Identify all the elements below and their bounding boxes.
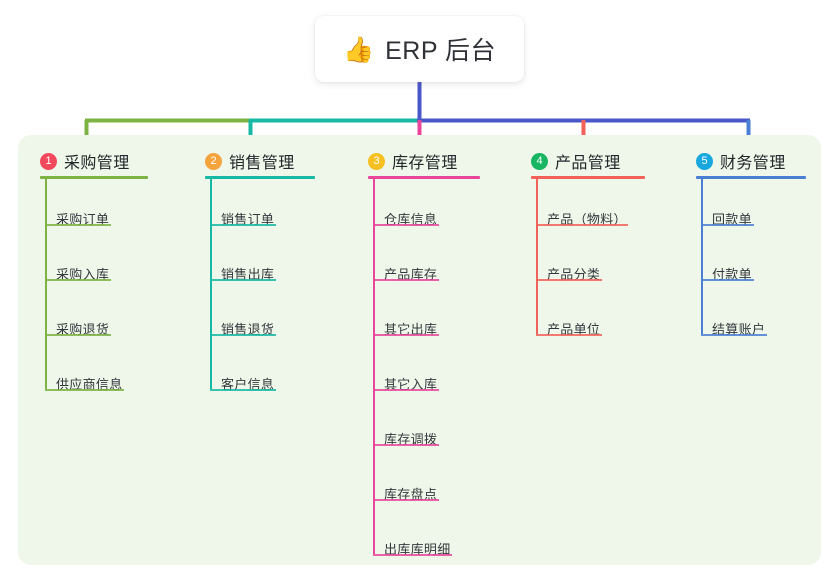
leaf-item-underline (210, 224, 276, 226)
leaf-item-label[interactable]: 销售出库 (221, 267, 275, 282)
leaf-item-label[interactable]: 回款单 (712, 212, 752, 227)
branch-number-badge-4: 4 (531, 152, 548, 170)
leaf-item-label[interactable]: 采购退货 (56, 322, 110, 337)
leaf-item-label[interactable]: 库存盘点 (384, 487, 438, 502)
leaf-item-label[interactable]: 其它入库 (384, 377, 438, 392)
leaf-item-underline (373, 499, 439, 501)
branch-spine-5 (701, 176, 703, 334)
leaf-item-underline (45, 279, 111, 281)
leaf-item-label[interactable]: 库存调拨 (384, 432, 438, 447)
branch-underline-5 (696, 176, 806, 179)
branch-number-badge-2: 2 (205, 152, 222, 170)
thumbs-up-icon: 👍 (342, 34, 375, 64)
branch-title-2: 销售管理 (229, 155, 295, 172)
leaf-item-label[interactable]: 销售订单 (221, 212, 275, 227)
leaf-item-label[interactable]: 产品（物料） (547, 212, 627, 227)
leaf-item-label[interactable]: 产品分类 (547, 267, 601, 282)
leaf-item-underline (373, 334, 439, 336)
leaf-item-underline (373, 554, 452, 556)
leaf-item-underline (45, 224, 111, 226)
leaf-item-label[interactable]: 仓库信息 (384, 212, 438, 227)
leaf-item-label[interactable]: 付款单 (712, 267, 752, 282)
root-node-title: ERP 后台 (385, 37, 497, 65)
leaf-item-underline (373, 444, 439, 446)
branch-header-1[interactable]: 1 采购管理 (40, 149, 130, 173)
branch-number-badge-5: 5 (696, 152, 713, 170)
branch-header-5[interactable]: 5 财务管理 (696, 149, 786, 173)
branch-header-2[interactable]: 2 销售管理 (205, 149, 295, 173)
leaf-item-label[interactable]: 结算账户 (712, 322, 766, 337)
root-node-card[interactable]: 👍 ERP 后台 (315, 16, 524, 82)
branch-title-1: 采购管理 (64, 155, 130, 172)
leaf-item-underline (373, 279, 439, 281)
branch-underline-2 (205, 176, 315, 179)
leaf-item-label[interactable]: 客户信息 (221, 377, 275, 392)
branch-underline-3 (368, 176, 480, 179)
leaf-item-label[interactable]: 供应商信息 (56, 377, 123, 392)
leaf-item-underline (210, 389, 276, 391)
leaf-item-underline (701, 279, 754, 281)
leaf-item-label[interactable]: 出库库明细 (384, 542, 451, 557)
branch-title-3: 库存管理 (392, 155, 458, 172)
leaf-item-underline (536, 279, 602, 281)
leaf-item-underline (210, 334, 276, 336)
leaf-item-label[interactable]: 销售退货 (221, 322, 275, 337)
leaf-item-label[interactable]: 采购入库 (56, 267, 110, 282)
branch-spine-1 (45, 176, 47, 389)
branch-spine-3 (373, 176, 375, 554)
leaf-item-underline (536, 334, 602, 336)
leaf-item-underline (536, 224, 628, 226)
branch-title-4: 产品管理 (555, 155, 621, 172)
leaf-item-underline (210, 279, 276, 281)
branch-header-3[interactable]: 3 库存管理 (368, 149, 458, 173)
leaf-item-underline (45, 334, 111, 336)
leaf-item-label[interactable]: 产品单位 (547, 322, 601, 337)
leaf-item-underline (701, 224, 754, 226)
branch-header-4[interactable]: 4 产品管理 (531, 149, 621, 173)
branches-panel (18, 135, 821, 565)
leaf-item-label[interactable]: 其它出库 (384, 322, 438, 337)
branch-spine-2 (210, 176, 212, 389)
branch-title-5: 财务管理 (720, 155, 786, 172)
branch-underline-1 (40, 176, 148, 179)
leaf-item-underline (373, 224, 439, 226)
leaf-item-label[interactable]: 产品库存 (384, 267, 438, 282)
branch-spine-4 (536, 176, 538, 334)
leaf-item-underline (45, 389, 124, 391)
branch-underline-4 (531, 176, 645, 179)
leaf-item-underline (373, 389, 439, 391)
leaf-item-underline (701, 334, 767, 336)
branch-number-badge-1: 1 (40, 152, 57, 170)
leaf-item-label[interactable]: 采购订单 (56, 212, 110, 227)
branch-number-badge-3: 3 (368, 152, 385, 170)
